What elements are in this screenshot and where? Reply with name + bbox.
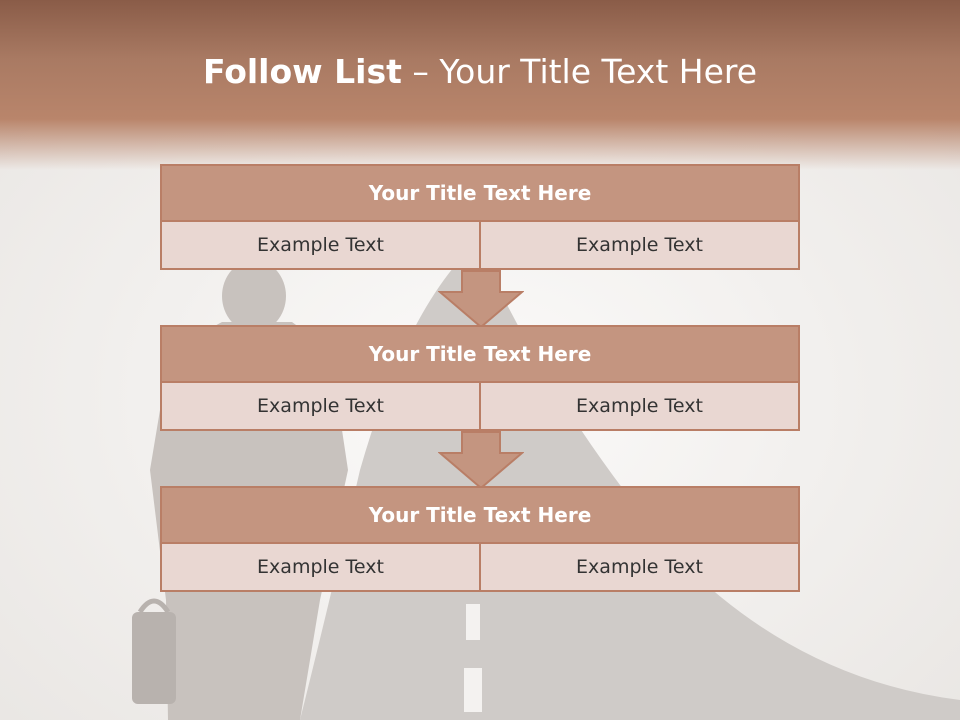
- card-cell-right: Example Text: [576, 395, 703, 417]
- card-cell-right: Example Text: [576, 234, 703, 256]
- card-cell-left: Example Text: [162, 222, 481, 268]
- down-arrow-icon: [438, 270, 524, 328]
- card-row: Example Text Example Text: [162, 222, 798, 268]
- down-arrow-icon: [438, 431, 524, 489]
- list-card-3: Your Title Text Here Example Text Exampl…: [160, 486, 800, 592]
- card-title: Your Title Text Here: [162, 488, 798, 544]
- card-cell-left: Example Text: [162, 544, 481, 590]
- list-card-1: Your Title Text Here Example Text Exampl…: [160, 164, 800, 270]
- briefcase: [132, 598, 176, 704]
- slide-title-bold: Follow List: [202, 52, 402, 91]
- slide-title: Follow List – Your Title Text Here: [0, 52, 960, 91]
- header-band: [0, 0, 960, 170]
- list-card-2: Your Title Text Here Example Text Exampl…: [160, 325, 800, 431]
- card-title: Your Title Text Here: [162, 327, 798, 383]
- card-row: Example Text Example Text: [162, 383, 798, 429]
- card-row: Example Text Example Text: [162, 544, 798, 590]
- slide-title-rest: – Your Title Text Here: [401, 52, 758, 91]
- card-cell-left: Example Text: [162, 383, 481, 429]
- card-cell-right: Example Text: [576, 556, 703, 578]
- card-title: Your Title Text Here: [162, 166, 798, 222]
